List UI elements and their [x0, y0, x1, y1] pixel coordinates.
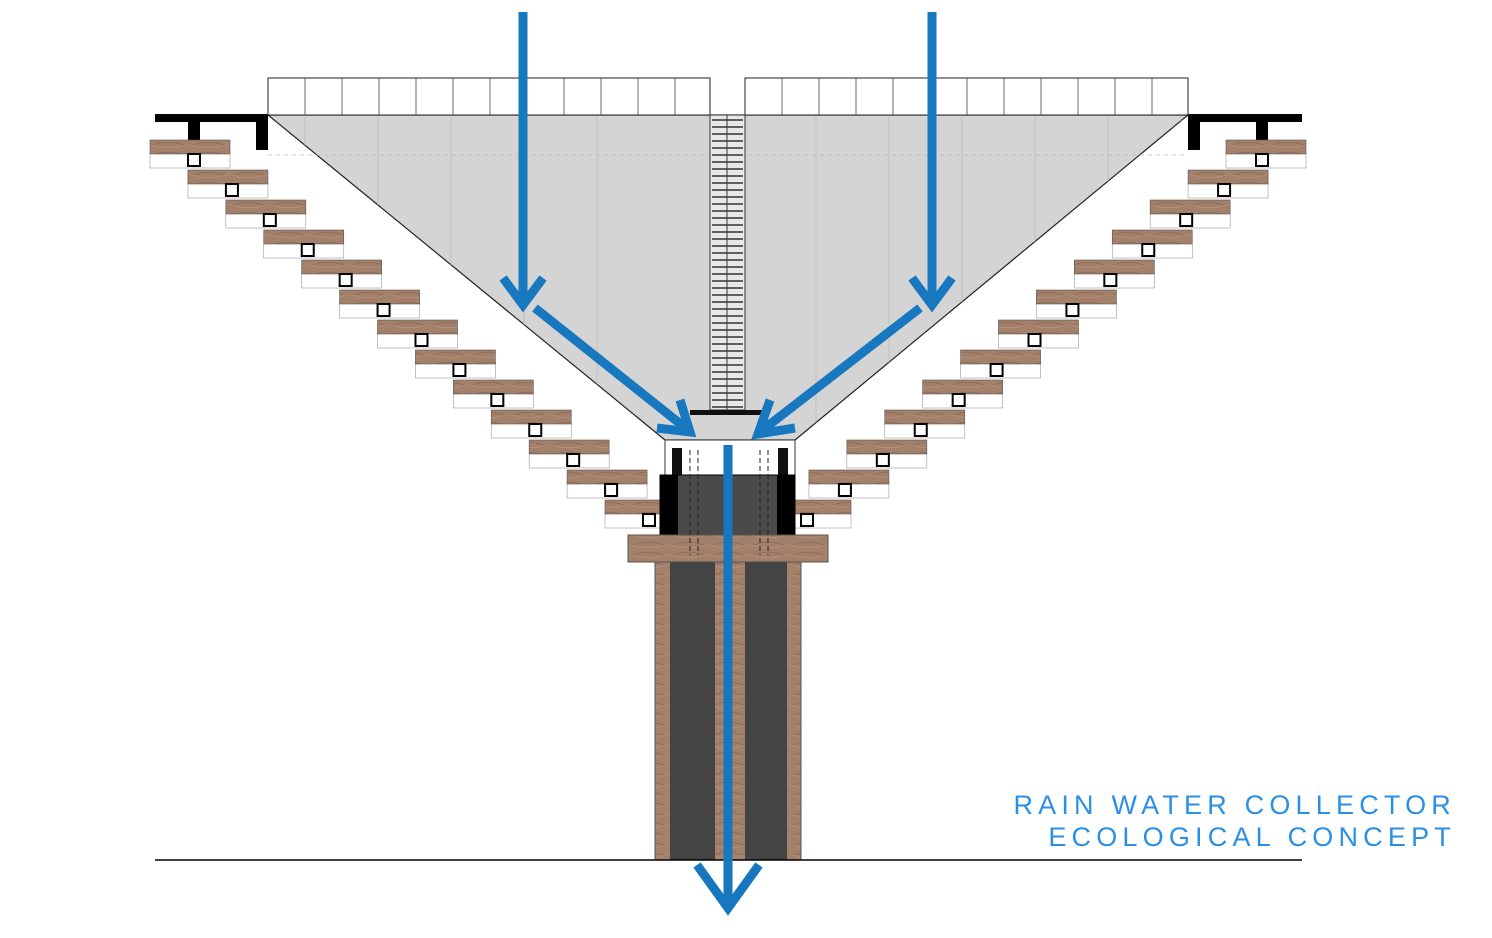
roof-beam-right: [1188, 114, 1302, 122]
step-bracket-left: [452, 363, 467, 377]
step-tread-left: [415, 349, 496, 365]
step-tread-right: [998, 319, 1079, 335]
step-bracket-left: [642, 513, 656, 527]
step-bracket-left: [490, 393, 505, 407]
arrowhead-left-diag: [656, 398, 697, 438]
step-bracket-right: [1217, 183, 1232, 197]
runoff-arrow-right: [757, 304, 923, 436]
step-tread-right: [1149, 199, 1231, 215]
step-tread-left: [225, 199, 307, 215]
step-bracket-left: [414, 333, 429, 347]
step-bracket-left: [376, 303, 391, 317]
step-tread-left: [377, 319, 458, 335]
step-tread-left: [263, 229, 345, 245]
step-bracket-right: [1179, 213, 1194, 227]
step-tread-left: [301, 259, 382, 275]
arrowhead-left-down: [499, 275, 547, 313]
step-bracket-left: [187, 153, 201, 167]
ladder: [690, 114, 766, 415]
step-tread-left: [339, 289, 420, 305]
step-bracket-right: [1027, 333, 1042, 347]
post-right: [1188, 114, 1200, 150]
arrowhead-drain: [693, 862, 763, 916]
arrowhead-right-diag: [751, 398, 796, 440]
step-bracket-left: [338, 273, 353, 287]
step-tread-left: [187, 169, 269, 185]
step-tread-right: [846, 439, 928, 455]
step-bracket-left: [300, 243, 315, 257]
step-bracket-left: [262, 213, 277, 227]
step-bracket-right: [913, 423, 928, 437]
step-tread-left: [149, 139, 231, 155]
runoff-arrow-left: [532, 304, 691, 434]
step-tread-right: [1036, 289, 1117, 305]
step-bracket-left: [528, 423, 543, 437]
step-bracket-right: [800, 513, 814, 527]
step-bracket-right: [1141, 243, 1156, 257]
step-bracket-right: [1255, 153, 1269, 167]
step-bracket-left: [566, 453, 581, 467]
parapet-left: [267, 77, 711, 116]
column: [627, 439, 829, 861]
step-bracket-right: [989, 363, 1004, 377]
step-tread-right: [1225, 139, 1307, 155]
title-line-1: RAIN WATER COLLECTOR: [1013, 790, 1456, 820]
step-tread-right: [922, 379, 1003, 395]
parapet: [267, 77, 1189, 116]
step-bracket-right: [1103, 273, 1118, 287]
step-tread-right: [808, 469, 890, 485]
step-tread-right: [1111, 229, 1193, 245]
parapet-right: [744, 77, 1189, 116]
step-bracket-left: [604, 483, 619, 497]
step-tread-left: [566, 469, 648, 485]
step-bracket-right: [837, 483, 852, 497]
arrowhead-right-down: [908, 275, 956, 313]
step-bracket-right: [875, 453, 890, 467]
step-bracket-right: [1065, 303, 1080, 317]
flow-arrows: [499, 12, 956, 916]
step-tread-right: [960, 349, 1041, 365]
stepped-structure: [149, 114, 1307, 529]
step-tread-left: [490, 409, 572, 425]
step-tread-right: [1074, 259, 1155, 275]
title-line-2: ECOLOGICAL CONCEPT: [1048, 822, 1456, 852]
step-tread-right: [1187, 169, 1269, 185]
post-left: [256, 114, 268, 150]
step-bracket-right: [951, 393, 966, 407]
step-tread-right: [884, 409, 966, 425]
roof-beam-left: [155, 114, 268, 122]
step-tread-left: [453, 379, 534, 395]
step-tread-left: [528, 439, 610, 455]
step-bracket-left: [224, 183, 239, 197]
grate: [690, 410, 766, 415]
